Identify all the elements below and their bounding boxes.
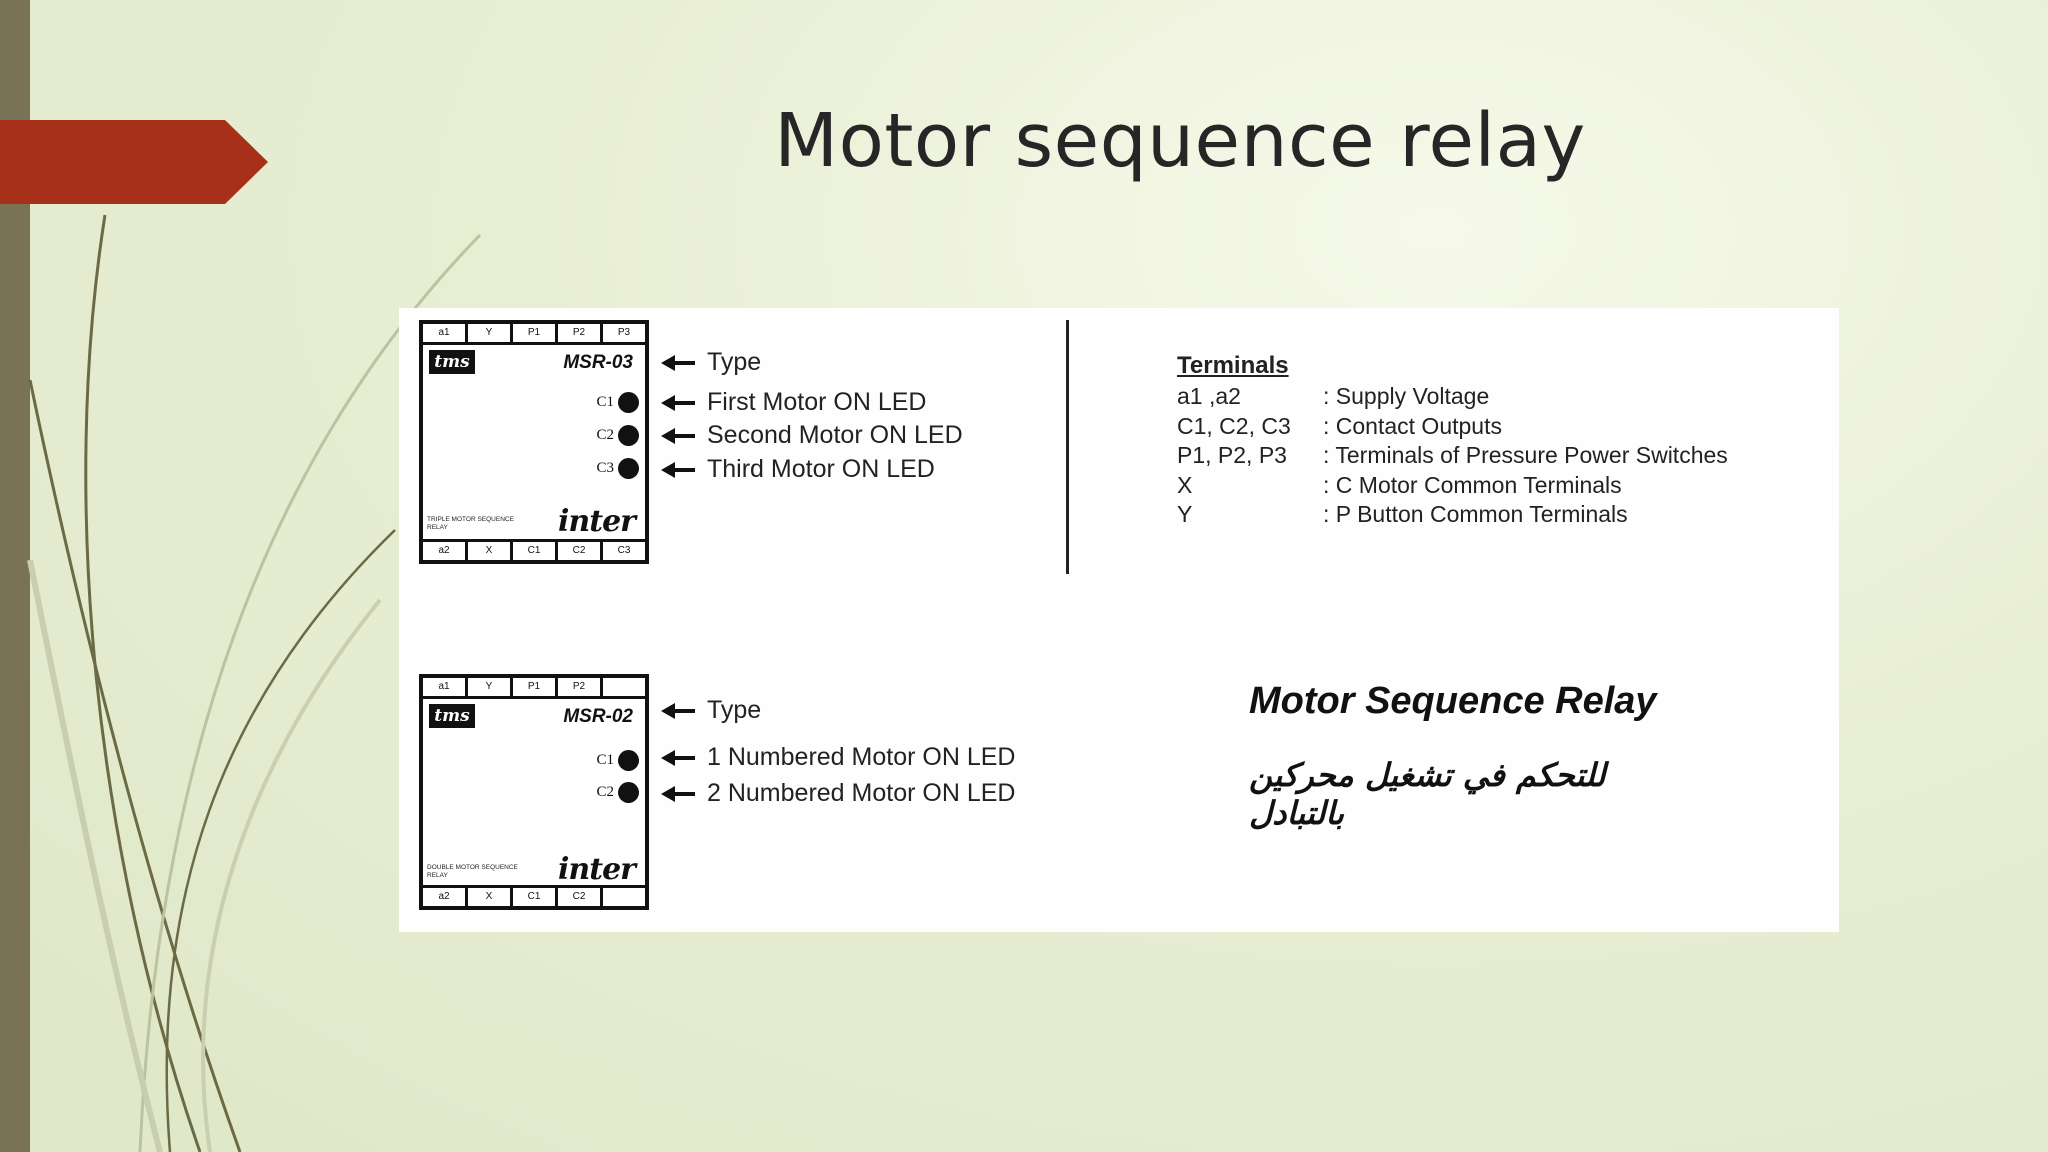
terminals-legend: Terminals a1 ,a2 : Supply Voltage C1, C2… — [1177, 352, 1728, 530]
terminal-legend-row: X : C Motor Common Terminals — [1177, 471, 1728, 501]
led-indicator — [618, 458, 639, 479]
terminal-legend-row: C1, C2, C3 : Contact Outputs — [1177, 412, 1728, 442]
device-small-print: TRIPLE MOTOR SEQUENCE RELAY — [427, 516, 514, 531]
device-small-print: DOUBLE MOTOR SEQUENCE RELAY — [427, 864, 518, 879]
terminal-symbol: a1 ,a2 — [1177, 383, 1241, 410]
relay-figure: a1 Y P1 P2 P3 tms MSR-03 C1 C2 C3 TRIPLE… — [399, 308, 1839, 932]
terminal: P3 — [617, 327, 631, 338]
callout-led2: Second Motor ON LED — [659, 421, 963, 450]
top-terminal-row: a1 Y P1 P2 — [423, 678, 645, 699]
callout-label: Second Motor ON LED — [707, 421, 963, 449]
terminal: C2 — [558, 888, 603, 906]
led-row: C2 — [596, 425, 639, 446]
product-title: Motor Sequence Relay — [1249, 680, 1657, 722]
brand-logo: tms — [429, 704, 475, 728]
terminal: P2 — [558, 678, 603, 696]
maker-logo: inter — [558, 504, 636, 539]
bottom-terminal-row: a2 X C1 C2 C3 — [423, 539, 645, 560]
left-arrow-icon — [661, 461, 695, 478]
terminal: C1 — [513, 888, 558, 906]
terminal: C1 — [513, 542, 558, 560]
callout-label: First Motor ON LED — [707, 388, 927, 416]
terminal: a2 — [423, 542, 468, 560]
callout-type: Type — [659, 348, 761, 377]
terminals-heading: Terminals — [1177, 352, 1289, 379]
title-accent-tab — [0, 120, 268, 204]
terminal: X — [468, 542, 513, 560]
terminal-legend-row: a1 ,a2 : Supply Voltage — [1177, 382, 1728, 412]
model-label: MSR-03 — [563, 352, 633, 373]
callout-label: Type — [707, 696, 762, 724]
led-indicator — [618, 782, 639, 803]
terminal: C3 — [617, 545, 631, 556]
callout-led1: 1 Numbered Motor ON LED — [659, 743, 1015, 772]
terminal: a1 — [423, 324, 468, 342]
callout-label: 2 Numbered Motor ON LED — [707, 779, 1016, 807]
callout-type: Type — [659, 696, 761, 725]
callout-label: Type — [707, 348, 762, 376]
slide-title: Motor sequence relay — [774, 98, 1586, 184]
led-row: C1 — [596, 750, 639, 771]
led-indicator — [618, 425, 639, 446]
product-arabic-caption: للتحكم في تشغيل محركين بالتبادل — [1249, 756, 1606, 832]
terminal-description: : Contact Outputs — [1323, 412, 1502, 439]
terminal: C2 — [558, 542, 603, 560]
top-terminal-row: a1 Y P1 P2 P3 — [423, 324, 645, 345]
terminal-symbol: C1, C2, C3 — [1177, 412, 1291, 439]
terminal: X — [468, 888, 513, 906]
callout-led2: 2 Numbered Motor ON LED — [659, 779, 1015, 808]
model-label: MSR-02 — [563, 706, 633, 727]
led-row: C2 — [596, 782, 639, 803]
relay-msr03-device: a1 Y P1 P2 P3 tms MSR-03 C1 C2 C3 TRIPLE… — [419, 320, 649, 564]
vertical-divider — [1066, 320, 1069, 574]
terminal-legend-row: P1, P2, P3 : Terminals of Pressure Power… — [1177, 441, 1728, 471]
left-arrow-icon — [661, 427, 695, 444]
terminal-symbol: Y — [1177, 501, 1193, 528]
brand-logo: tms — [429, 350, 475, 374]
terminal — [603, 678, 645, 696]
led-label: C2 — [596, 784, 614, 800]
led-label: C1 — [596, 752, 614, 768]
led-row: C1 — [596, 392, 639, 413]
led-label: C2 — [596, 427, 614, 443]
terminal: a2 — [423, 888, 468, 906]
left-arrow-icon — [661, 785, 695, 802]
led-row: C3 — [596, 458, 639, 479]
led-indicator — [618, 392, 639, 413]
terminal: a1 — [423, 678, 468, 696]
callout-led1: First Motor ON LED — [659, 388, 926, 417]
callout-label: Third Motor ON LED — [707, 455, 935, 483]
terminal-symbol: X — [1177, 471, 1193, 498]
terminal: P1 — [513, 678, 558, 696]
terminal: Y — [468, 324, 513, 342]
left-arrow-icon — [661, 702, 695, 719]
terminal-description: : Terminals of Pressure Power Switches — [1323, 442, 1728, 469]
left-arrow-icon — [661, 354, 695, 371]
terminal: Y — [468, 678, 513, 696]
terminal: P2 — [558, 324, 603, 342]
terminal: P1 — [513, 324, 558, 342]
callout-label: 1 Numbered Motor ON LED — [707, 743, 1016, 771]
terminal-description: : P Button Common Terminals — [1323, 501, 1628, 528]
maker-logo: inter — [558, 852, 636, 887]
terminal-description: : Supply Voltage — [1323, 383, 1490, 410]
left-arrow-icon — [661, 394, 695, 411]
bottom-terminal-row: a2 X C1 C2 — [423, 885, 645, 906]
led-indicator — [618, 750, 639, 771]
terminal-legend-row: Y : P Button Common Terminals — [1177, 500, 1728, 530]
terminal-description: : C Motor Common Terminals — [1323, 471, 1622, 498]
led-label: C1 — [596, 394, 614, 410]
relay-msr02-device: a1 Y P1 P2 tms MSR-02 C1 C2 DOUBLE MOTOR… — [419, 674, 649, 910]
terminal-symbol: P1, P2, P3 — [1177, 442, 1287, 469]
left-arrow-icon — [661, 749, 695, 766]
callout-led3: Third Motor ON LED — [659, 455, 935, 484]
terminal — [603, 888, 645, 906]
led-label: C3 — [596, 460, 614, 476]
